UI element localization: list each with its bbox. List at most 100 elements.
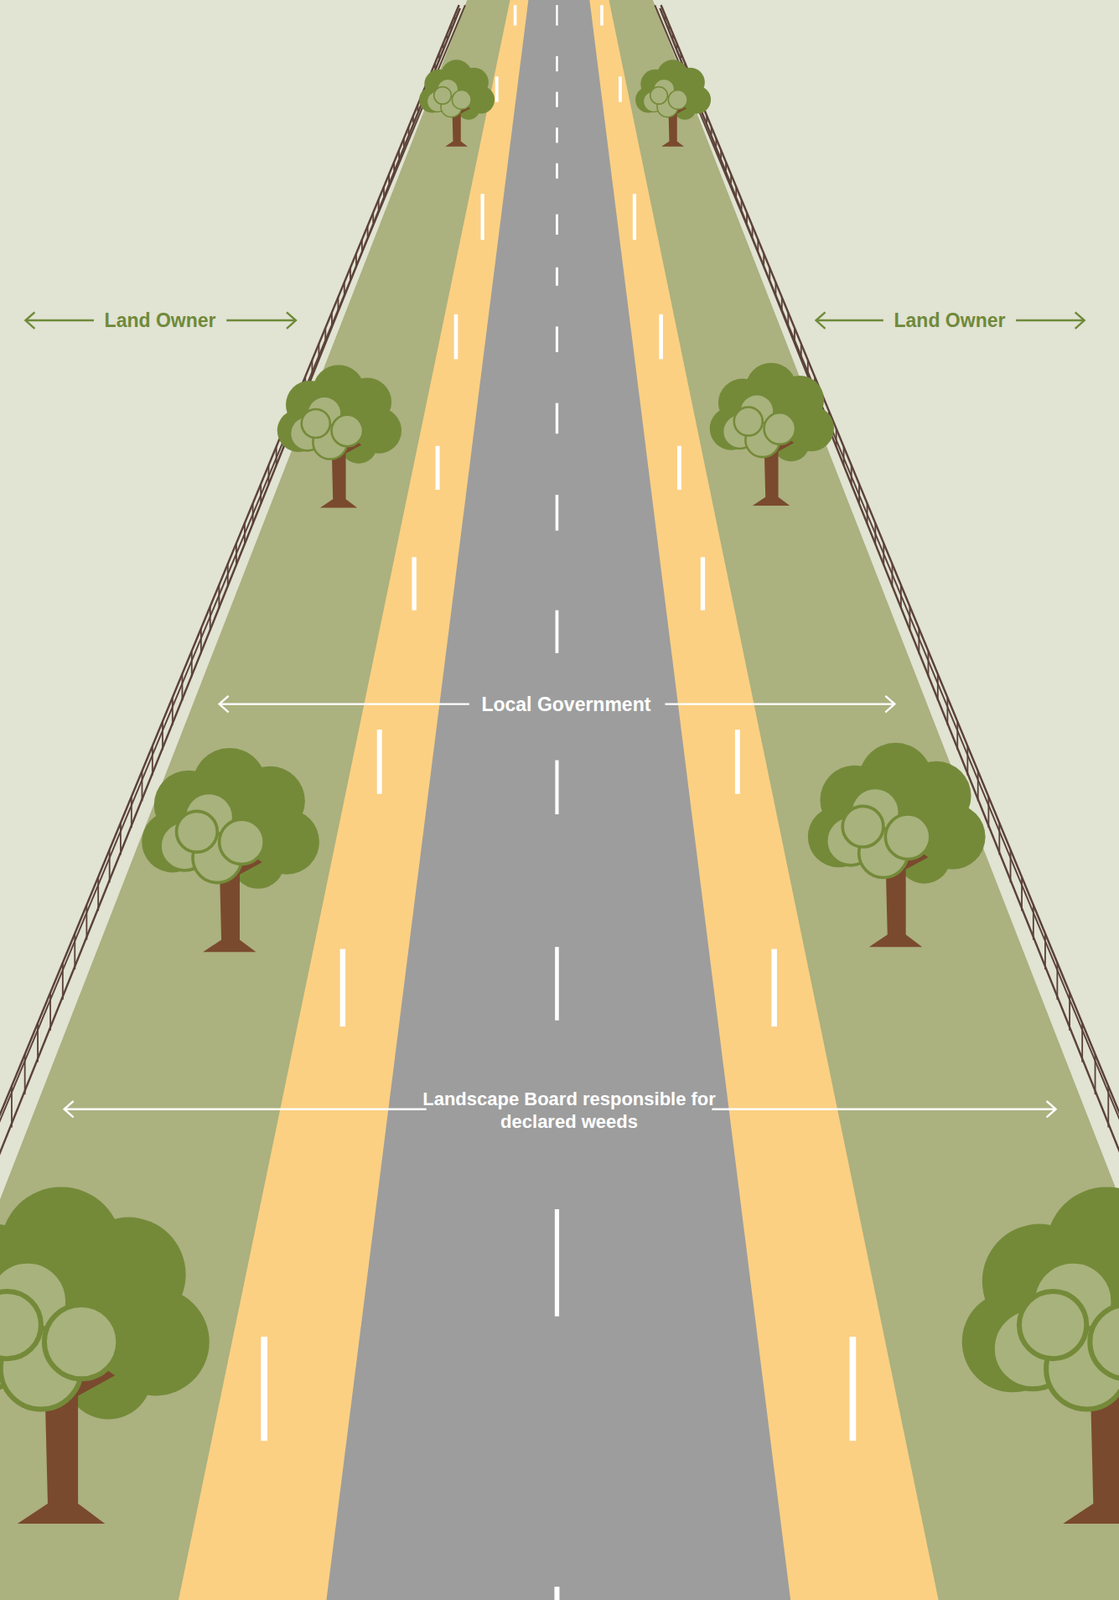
fence-post bbox=[807, 359, 809, 376]
fence-post bbox=[866, 502, 869, 524]
centre-dash bbox=[555, 56, 559, 72]
fence-post bbox=[331, 312, 333, 327]
fence-rail bbox=[0, 8, 461, 1254]
road-surface bbox=[326, 0, 791, 1600]
centre-dash bbox=[555, 610, 560, 653]
fence-post bbox=[171, 697, 174, 726]
fence-post bbox=[445, 34, 448, 39]
fence-post bbox=[843, 446, 845, 466]
edge-dash bbox=[600, 5, 604, 26]
fence-post bbox=[408, 126, 410, 135]
edge-dash bbox=[513, 5, 518, 26]
fence-post bbox=[337, 296, 340, 311]
fence-post bbox=[705, 115, 708, 123]
fence-post bbox=[252, 502, 254, 524]
fence-post bbox=[217, 585, 220, 609]
fence-post bbox=[36, 1022, 39, 1063]
span-arrows bbox=[25, 311, 1084, 1117]
fence-post bbox=[730, 174, 732, 184]
centre-dash bbox=[555, 127, 559, 143]
fence-post bbox=[679, 53, 682, 59]
centre-dash bbox=[555, 326, 559, 352]
fence-post bbox=[324, 327, 327, 342]
fence-post bbox=[161, 720, 164, 750]
fence-post bbox=[442, 43, 445, 48]
fence-post bbox=[85, 904, 88, 940]
fence-post bbox=[453, 15, 456, 20]
edge-dash bbox=[495, 76, 499, 102]
fence-post bbox=[1020, 876, 1023, 911]
fence-post bbox=[775, 282, 778, 296]
edge-dash bbox=[618, 76, 622, 102]
fence-post bbox=[227, 563, 229, 586]
fence-post bbox=[119, 822, 122, 855]
fence-post bbox=[956, 720, 959, 750]
fence-post bbox=[800, 343, 803, 359]
edge-dash bbox=[340, 948, 347, 1026]
fence-post bbox=[1068, 992, 1071, 1031]
edge-dash bbox=[377, 729, 383, 794]
centre-dash bbox=[555, 214, 559, 235]
fence-post bbox=[62, 962, 64, 1000]
centre-dash bbox=[554, 1208, 560, 1316]
edge-dash bbox=[700, 556, 705, 610]
road-markings bbox=[260, 5, 856, 1600]
edge-dash bbox=[771, 948, 778, 1026]
authority-label: Landscape Board responsible for declared… bbox=[418, 1086, 721, 1133]
fence-post bbox=[725, 161, 727, 171]
fence-post bbox=[388, 174, 390, 184]
centre-dash bbox=[555, 267, 559, 286]
fence-post bbox=[1081, 1022, 1083, 1063]
fence-post bbox=[937, 673, 939, 701]
fence-post bbox=[850, 465, 853, 485]
fence-post bbox=[664, 15, 667, 20]
fence-post bbox=[714, 138, 717, 146]
edge-dash bbox=[260, 1336, 268, 1441]
fence-post bbox=[676, 43, 679, 48]
fence-post bbox=[1032, 904, 1035, 940]
fence-post bbox=[268, 465, 270, 485]
centre-dash bbox=[555, 5, 558, 26]
fence-post bbox=[259, 483, 262, 504]
edge-dash bbox=[677, 445, 682, 490]
centre-dash bbox=[555, 403, 559, 435]
edge-dash bbox=[849, 1336, 857, 1441]
fence-rail bbox=[654, 5, 1119, 1194]
fence-post bbox=[672, 34, 674, 39]
fence-post bbox=[49, 992, 52, 1031]
fence-post bbox=[393, 161, 395, 171]
fence-post bbox=[450, 25, 452, 29]
edge-dash bbox=[632, 193, 637, 240]
fence-post bbox=[361, 239, 363, 252]
fence-post bbox=[966, 746, 969, 776]
fence-rail bbox=[0, 5, 466, 1194]
fence-post bbox=[151, 746, 154, 776]
edge-dash bbox=[435, 445, 441, 490]
fence-post bbox=[235, 543, 238, 565]
fence-post bbox=[668, 25, 671, 29]
centre-dash bbox=[555, 494, 560, 531]
trees bbox=[0, 59, 1119, 1524]
fence-post bbox=[751, 225, 754, 237]
fence-post bbox=[1010, 849, 1012, 882]
fence-post bbox=[191, 650, 193, 677]
fence-post bbox=[781, 296, 783, 311]
owner-label: Land Owner bbox=[894, 308, 1006, 333]
fence-post bbox=[768, 267, 771, 280]
fence-post bbox=[874, 523, 876, 544]
fence-post bbox=[367, 225, 369, 237]
fence-post bbox=[793, 327, 796, 342]
authority-label: Local Government bbox=[481, 691, 651, 716]
fence-post bbox=[917, 627, 920, 653]
fence-post bbox=[1107, 1085, 1109, 1127]
fence-post bbox=[10, 1085, 13, 1127]
fence-post bbox=[720, 150, 722, 159]
fence-post bbox=[987, 796, 990, 828]
fence-post bbox=[349, 267, 352, 280]
fence-post bbox=[200, 627, 203, 653]
fence-post bbox=[891, 563, 894, 586]
centre-dash bbox=[554, 946, 560, 1021]
